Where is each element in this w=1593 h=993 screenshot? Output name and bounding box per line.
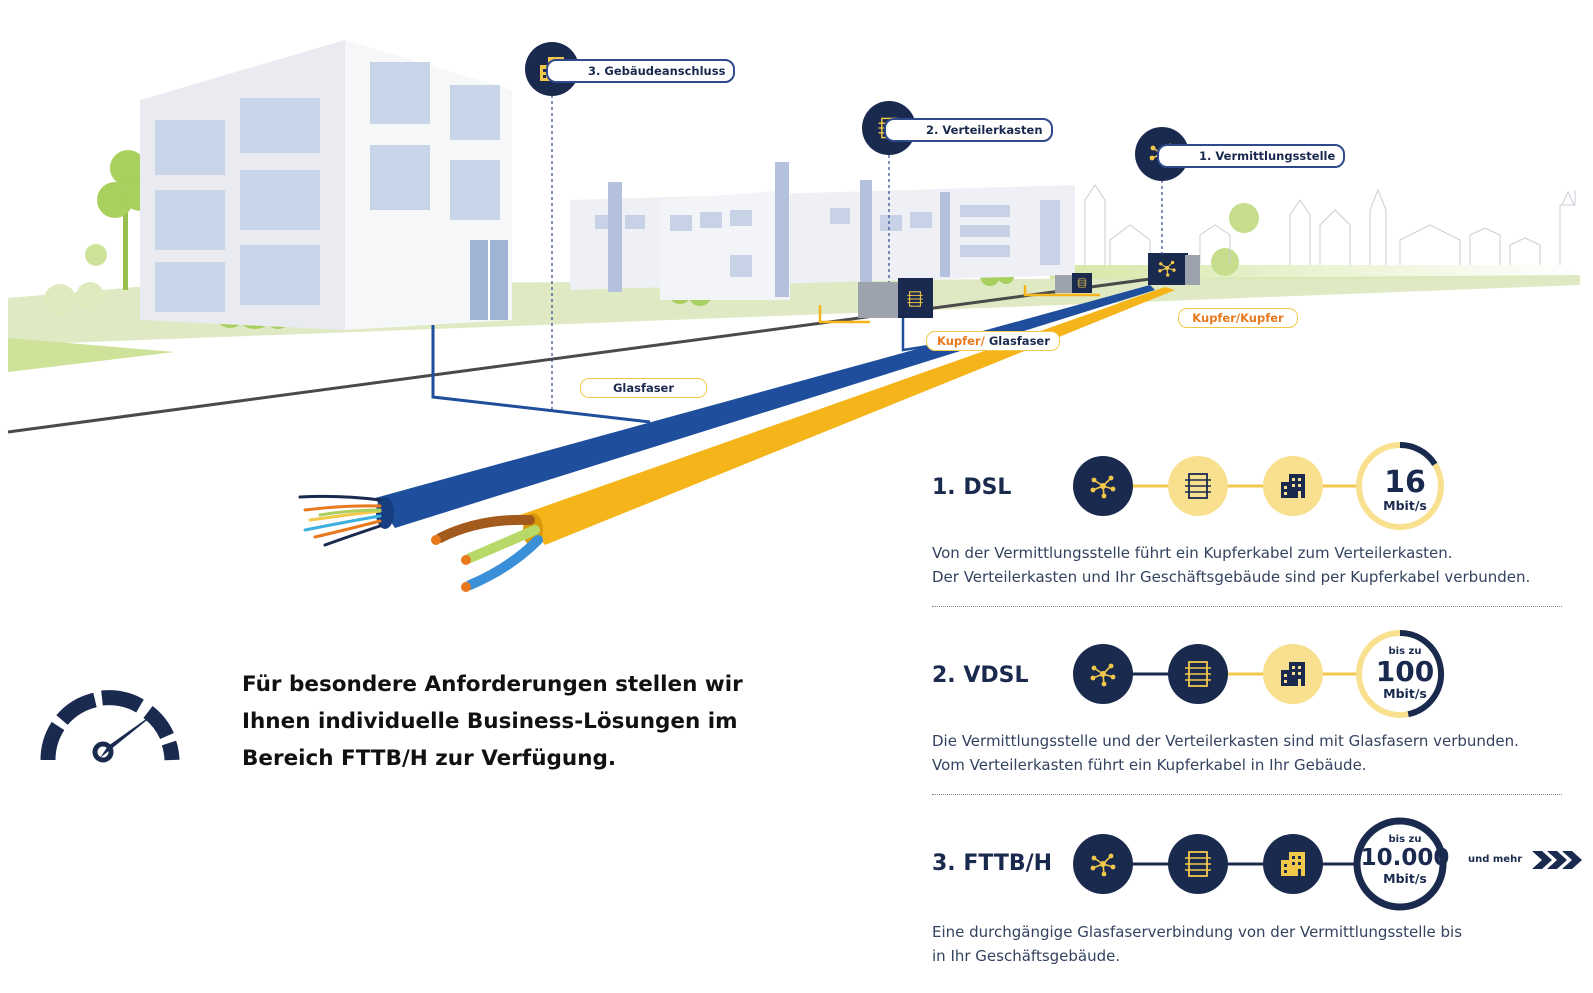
- tech-desc-line: Der Verteilerkasten und Ihr Geschäftsgeb…: [932, 567, 1531, 586]
- headline: Für besondere Anforderungen stellen wir …: [242, 672, 743, 771]
- tech-desc-fttbh: Eine durchgängige Glasfaserverbindung vo…: [932, 921, 1572, 968]
- callout-label-text: 1. Vermittlungsstelle: [1199, 149, 1336, 163]
- chevron-right-icon: [1532, 851, 1582, 869]
- distribution-box-large: [858, 278, 933, 318]
- cable-label-kupfer-kupfer: Kupfer/Kupfer: [1178, 308, 1298, 328]
- speed-unit: Mbit/s: [1383, 686, 1427, 701]
- tech-desc-line: Von der Vermittlungsstelle führt ein Kup…: [932, 544, 1453, 562]
- tech-desc-line: Vom Verteilerkasten führt ein Kupferkabe…: [932, 755, 1367, 774]
- network-hub-icon: [1073, 456, 1133, 516]
- tech-desc-line: Die Vermittlungsstelle und der Verteiler…: [932, 732, 1519, 750]
- cable-label-kupfer-glasfaser: Kupfer/ Glasfaser: [926, 331, 1060, 351]
- speed-value: 100: [1375, 655, 1435, 688]
- cable-label-text-copper: Kupfer/: [937, 334, 985, 348]
- tech-chain-dsl: [1073, 441, 1444, 530]
- callout-gebaeudeanschluss: 3. Gebäudeanschluss: [546, 59, 736, 83]
- distribution-box-icon: [1168, 834, 1228, 894]
- distribution-box-small: [1055, 273, 1092, 293]
- network-hub-icon: [1073, 834, 1133, 894]
- office-building-front: [140, 40, 512, 330]
- cable-label-glasfaser: Glasfaser: [580, 378, 707, 398]
- callout-label-text: 3. Gebäudeanschluss: [588, 64, 726, 78]
- speed-suffix: und mehr: [1468, 854, 1523, 865]
- distribution-box-icon: [1168, 456, 1228, 516]
- cable-label-text: Glasfaser: [612, 381, 675, 395]
- building-icon: [1263, 456, 1323, 516]
- speed-prefix: bis zu: [1388, 646, 1422, 657]
- tech-desc-vdsl: Die Vermittlungsstelle und der Verteiler…: [932, 730, 1572, 777]
- tech-chain-vdsl: [1073, 630, 1445, 718]
- building-icon: [1263, 834, 1323, 894]
- tech-chain-fttbh: [1073, 817, 1447, 911]
- speed-badge-dsl: 16 Mbit/s: [1365, 467, 1445, 513]
- tech-title-fttbh: 3. FTTB/H: [932, 851, 1053, 876]
- speed-unit: Mbit/s: [1383, 871, 1427, 886]
- tech-title-vdsl: 2. VDSL: [932, 663, 1029, 688]
- speed-value: 16: [1384, 465, 1426, 500]
- divider: [932, 606, 1562, 607]
- speed-badge-fttbh: bis zu 10.000 Mbit/s: [1360, 834, 1450, 886]
- network-hub-icon: [1073, 644, 1133, 704]
- callout-vermittlungsstelle: 1. Vermittlungsstelle: [1157, 144, 1346, 168]
- distribution-box-icon: [1168, 644, 1228, 704]
- office-building-middle: [570, 162, 1075, 300]
- speed-unit: Mbit/s: [1383, 498, 1427, 513]
- divider: [932, 794, 1562, 795]
- speed-value: 10.000: [1360, 845, 1450, 871]
- tech-desc-line: in Ihr Geschäftsgebäude.: [932, 946, 1121, 965]
- speed-ring: [1356, 441, 1444, 530]
- cable-label-text-fiber: Glasfaser: [984, 334, 1050, 348]
- callout-verteilerkasten: 2. Verteilerkasten: [884, 118, 1053, 142]
- callout-label-text: 2. Verteilerkasten: [926, 123, 1043, 137]
- speed-prefix: bis zu: [1388, 834, 1422, 845]
- cable-label-text: Kupfer/Kupfer: [1192, 311, 1284, 325]
- speed-ring: [1353, 817, 1447, 911]
- tech-desc-line: Eine durchgängige Glasfaserverbindung vo…: [932, 923, 1463, 941]
- exchange-box: [1148, 253, 1200, 285]
- speed-badge-vdsl: bis zu 100 Mbit/s: [1365, 646, 1445, 701]
- speed-ring: [1356, 630, 1445, 718]
- tech-desc-dsl: Von der Vermittlungsstelle führt ein Kup…: [932, 542, 1572, 589]
- building-icon: [1263, 644, 1323, 704]
- tech-title-dsl: 1. DSL: [932, 475, 1012, 500]
- speedometer-icon: [40, 690, 180, 763]
- city-skyline: [1084, 184, 1576, 265]
